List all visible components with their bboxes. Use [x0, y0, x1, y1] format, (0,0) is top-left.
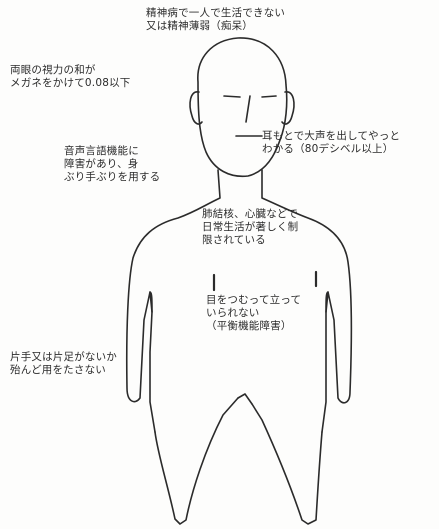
ear-right — [281, 91, 295, 125]
label-balance-line3: （平衡機能障害） — [206, 320, 292, 332]
head-outline — [197, 37, 288, 178]
label-internal-disability: 肺結核、心臓などで 日常生活が著しく制 限されている — [202, 208, 298, 247]
label-internal-line2: 日常生活が著しく制 — [202, 221, 299, 233]
label-limb-line1: 片手又は片足がないか — [10, 351, 117, 363]
crotch — [237, 393, 253, 405]
label-mental-line2: 又は精神薄弱（痴呆） — [146, 20, 253, 32]
right-arm-inner — [325, 291, 329, 313]
label-mental-line1: 精神病で一人で生活できない — [146, 7, 286, 19]
label-balance-line2: いられない — [206, 307, 260, 319]
label-hearing-disability: 耳もとで大声を出してやっと わかる（80デシベル以上） — [262, 130, 400, 156]
body-outline — [125, 169, 221, 433]
left-leg — [154, 397, 239, 525]
label-mental-disability: 精神病で一人で生活できない 又は精神薄弱（痴呆） — [146, 7, 285, 33]
label-hearing-line1: 耳もとで大声を出してやっと — [262, 130, 401, 142]
label-hearing-line2: わかる（80デシベル以上） — [262, 143, 394, 155]
nose — [245, 95, 251, 123]
label-internal-line3: 限されている — [202, 234, 266, 246]
label-internal-line1: 肺結核、心臓などで — [202, 208, 299, 220]
left-arm-inner — [149, 291, 153, 313]
label-vision-line1: 両眼の視力の和が — [10, 64, 96, 76]
right-leg — [251, 403, 323, 525]
body-outline-right — [261, 169, 353, 433]
label-limb-disability: 片手又は片足がないか 殆んど用をたさない — [10, 351, 117, 377]
label-speech-line3: ぶり手ぶりを用する — [64, 171, 161, 183]
label-balance-disability: 目をつむって立って いられない （平衡機能障害） — [206, 294, 301, 333]
ear-left — [189, 91, 203, 125]
label-speech-line1: 音声言語機能に — [64, 145, 139, 157]
label-limb-line2: 殆んど用をたさない — [10, 364, 106, 376]
label-speech-line2: 障害があり、身 — [64, 158, 139, 170]
left-eye — [223, 95, 241, 98]
label-balance-line1: 目をつむって立って — [206, 294, 302, 306]
label-speech-disability: 音声言語機能に 障害があり、身 ぶり手ぶりを用する — [64, 145, 160, 184]
right-eye — [261, 95, 277, 98]
label-vision-line2: メガネをかけて0.08以下 — [10, 77, 131, 89]
label-vision-disability: 両眼の視力の和が メガネをかけて0.08以下 — [10, 64, 130, 90]
